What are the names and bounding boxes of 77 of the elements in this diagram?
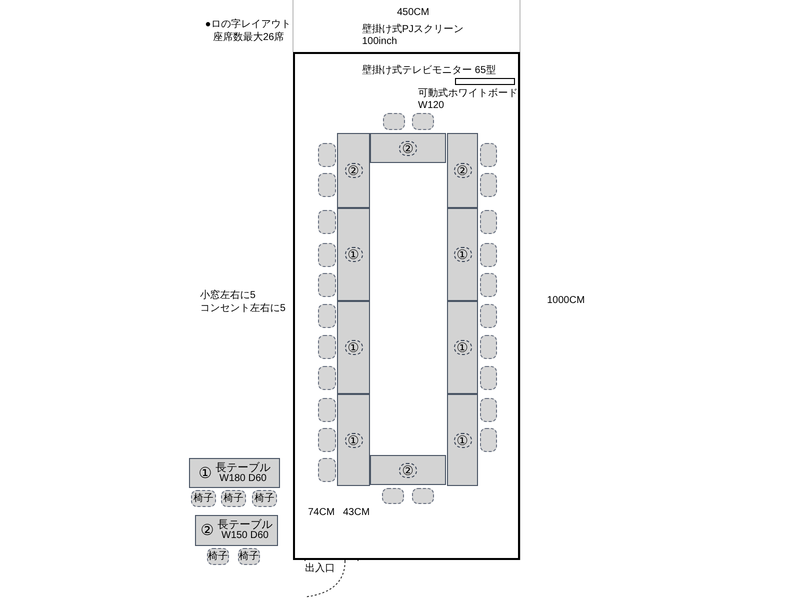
chair <box>318 243 336 267</box>
table-size: W180 D60 <box>219 474 267 484</box>
chair-label: 椅子 <box>224 494 244 504</box>
chair <box>480 243 497 267</box>
table <box>447 301 478 394</box>
chair <box>191 490 216 507</box>
chair <box>318 173 336 197</box>
table-number: ② <box>454 163 472 178</box>
note-text: 43CM <box>343 508 370 518</box>
chair <box>318 304 336 328</box>
chair <box>318 428 336 452</box>
table-size: W150 D60 <box>221 531 269 541</box>
note-text: 出入口 <box>305 564 335 574</box>
table-number: ② <box>344 163 362 178</box>
table-number: ② <box>200 523 214 538</box>
note-text: 1000CM <box>547 296 585 306</box>
table-number: ① <box>454 432 472 448</box>
table <box>337 301 370 394</box>
chair <box>480 273 497 297</box>
table-number: ② <box>399 462 417 478</box>
chair <box>412 488 434 504</box>
chair <box>318 458 336 482</box>
table <box>447 133 478 208</box>
note-text: ●ロの字レイアウト <box>205 20 292 30</box>
chair <box>480 428 497 452</box>
table-number: ① <box>344 432 362 448</box>
table-number: ① <box>454 340 472 355</box>
note-text: 450CM <box>397 8 430 18</box>
chair <box>318 273 336 297</box>
table-legend <box>195 515 278 546</box>
chair <box>383 113 405 130</box>
chair <box>480 173 497 197</box>
chair <box>252 490 277 507</box>
chair <box>318 335 336 359</box>
chair-label: 椅子 <box>254 494 274 504</box>
chair-label: 椅子 <box>194 494 214 504</box>
note-text: コンセント左右に5 <box>200 304 286 314</box>
chair <box>412 113 434 130</box>
note-text: 小窓左右に5 <box>200 291 256 301</box>
table <box>447 208 478 301</box>
note-text: 座席数最大26席 <box>213 33 284 43</box>
note-text: 74CM <box>308 508 335 518</box>
note-text: 壁掛け式PJスクリーン <box>362 25 464 35</box>
chair <box>480 143 497 167</box>
table-number: ② <box>399 140 417 156</box>
chair <box>480 335 497 359</box>
chair <box>318 143 336 167</box>
note-text: 壁掛け式テレビモニター 65型 <box>362 66 496 76</box>
chair <box>238 548 260 565</box>
table-name: 長テーブル <box>216 462 270 474</box>
chair <box>318 210 336 234</box>
chair <box>480 304 497 328</box>
whiteboard-caption: 可動式ホワイトボード <box>418 89 518 99</box>
table-legend <box>189 458 280 488</box>
table-name: 長テーブル <box>218 520 272 531</box>
chair <box>382 488 404 504</box>
table-number: ① <box>344 340 362 355</box>
chair <box>221 490 246 507</box>
table <box>337 394 370 486</box>
table <box>447 394 478 486</box>
table-number: ① <box>454 247 472 262</box>
note-text: 100inch <box>362 37 398 47</box>
table <box>337 133 370 208</box>
chair <box>318 366 336 390</box>
chair <box>207 548 229 565</box>
chair <box>480 366 497 390</box>
chair-label: 椅子 <box>239 552 259 562</box>
table <box>370 133 446 163</box>
table-number: ① <box>198 466 212 480</box>
table <box>370 455 446 485</box>
table <box>337 208 370 301</box>
whiteboard-caption: W120 <box>418 101 444 111</box>
table-number: ① <box>344 247 362 262</box>
chair <box>318 398 336 422</box>
chair <box>480 398 497 422</box>
chair <box>480 210 497 234</box>
chair-label: 椅子 <box>208 552 228 562</box>
